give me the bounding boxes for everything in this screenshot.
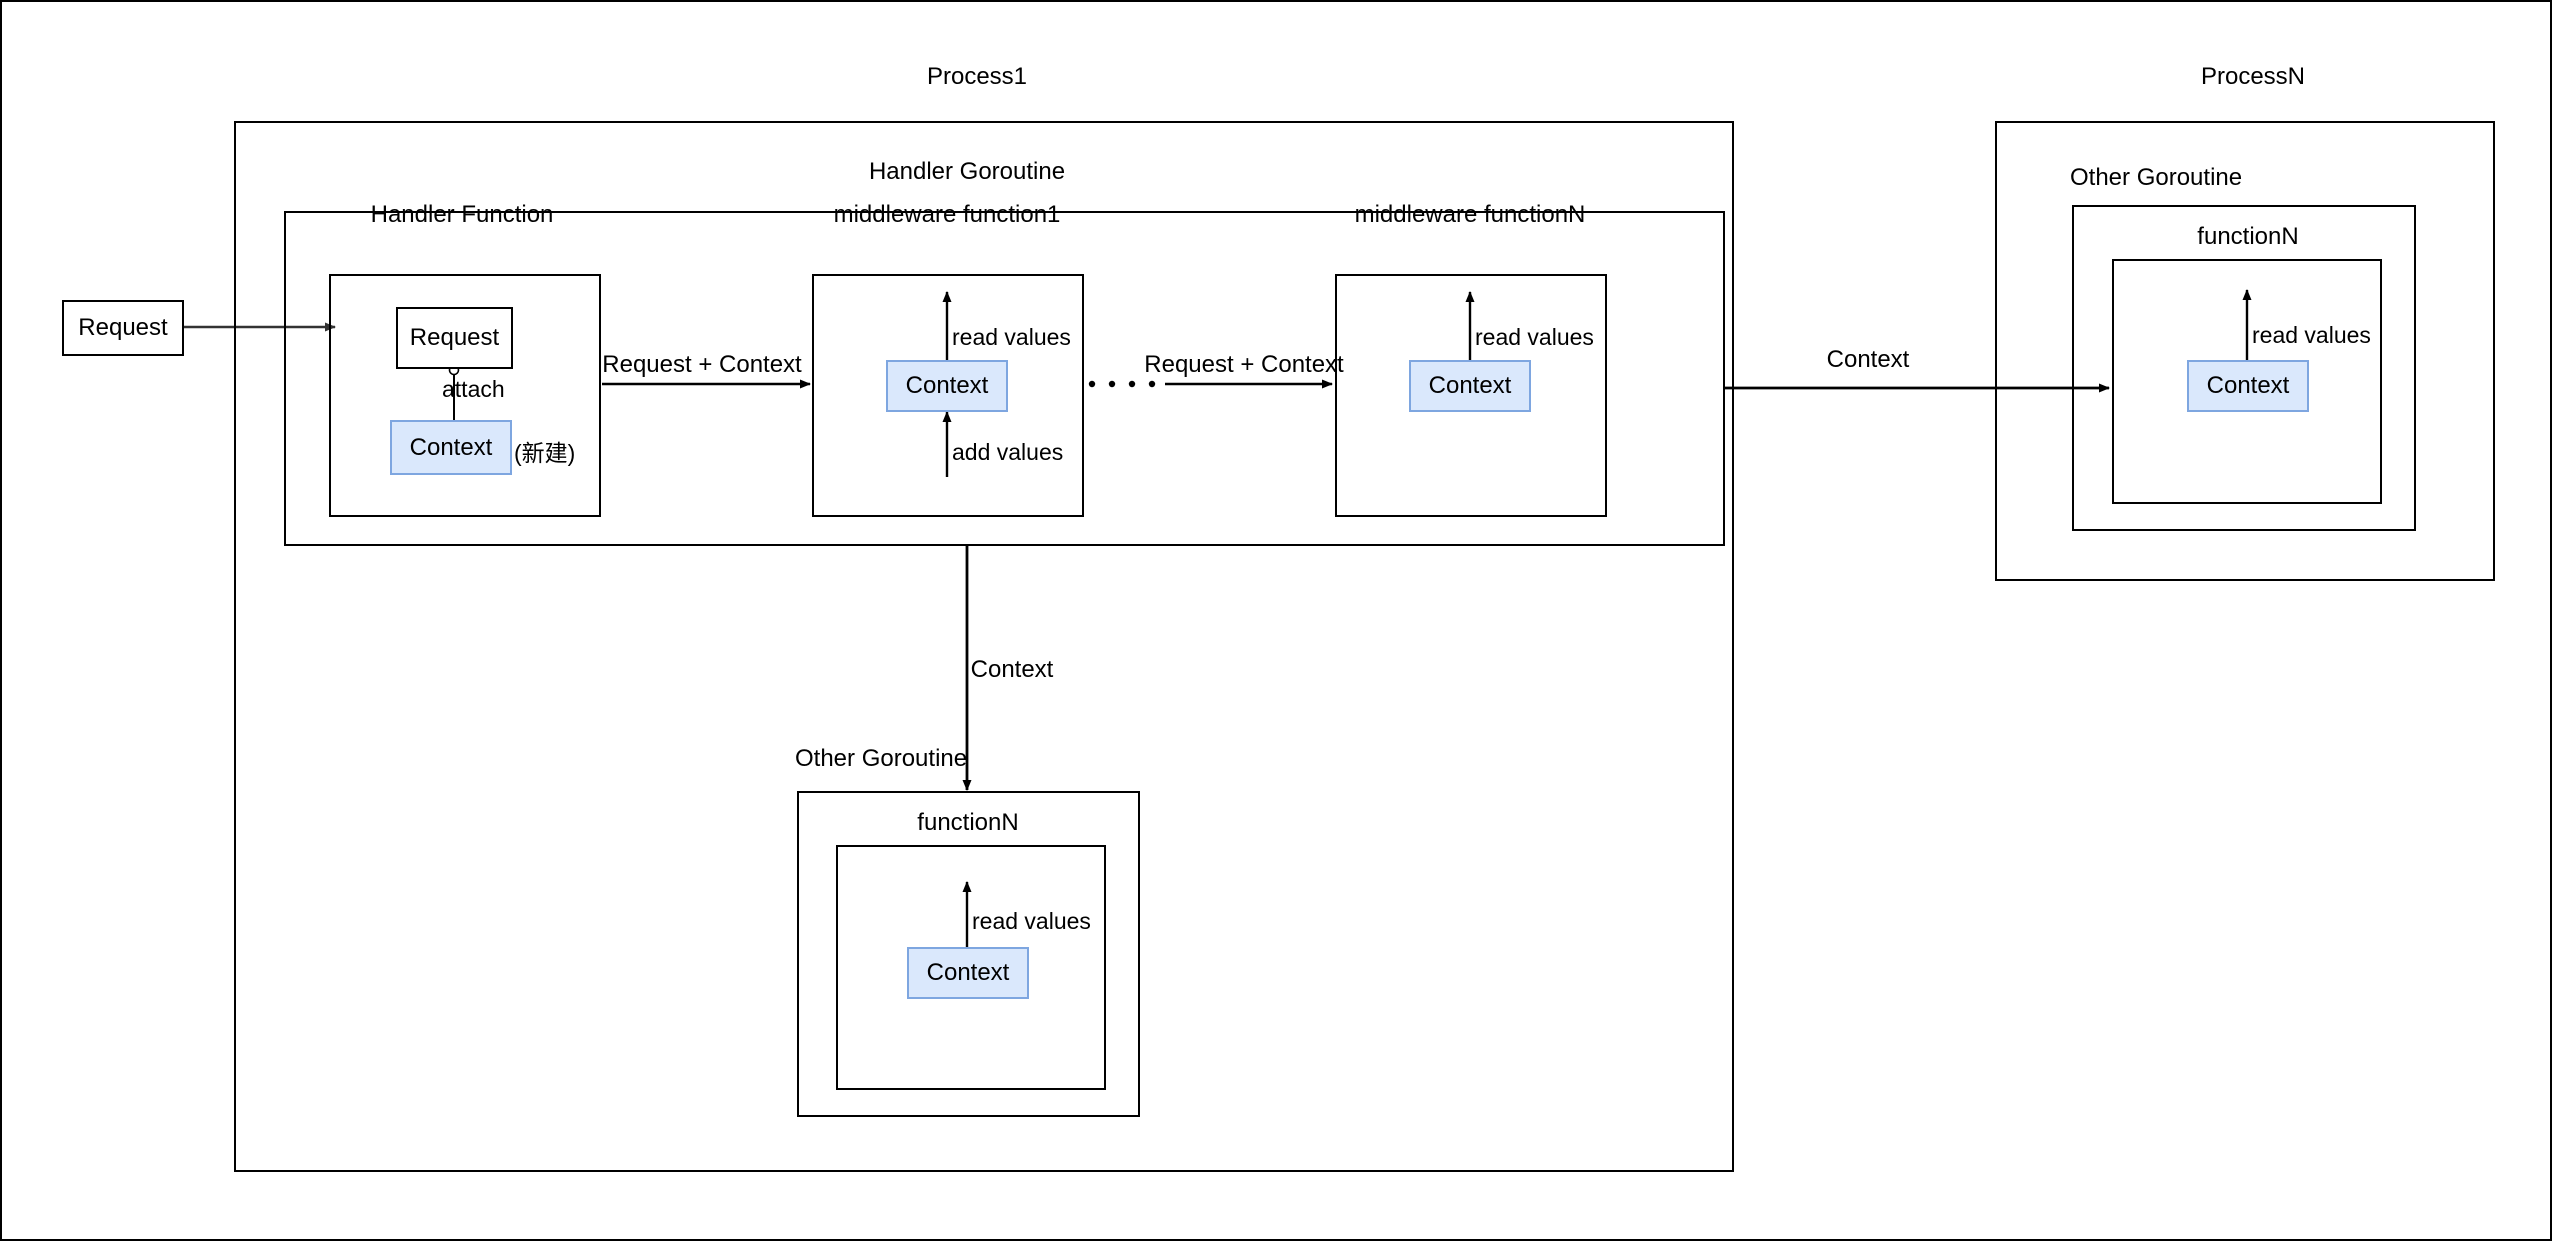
cross-process-arrow-label: Context: [1826, 346, 1910, 373]
bottom-other-goroutine-title: Other Goroutine: [795, 745, 968, 772]
mw1-add-values-label: add values: [952, 439, 1064, 465]
middleware-functionN-boundary: [1335, 274, 1607, 517]
attach-label: attach: [442, 376, 505, 402]
process1-boundary: [234, 121, 1734, 1172]
processN-functionN-title: functionN: [2197, 223, 2299, 250]
handler-request-label: Request: [409, 324, 500, 351]
handler-context-label: Context: [409, 433, 493, 461]
bottom-other-goroutine-boundary: [797, 791, 1140, 1117]
bottom-read-values-label: read values: [972, 908, 1091, 934]
middleware-functionN-context-box: Context: [1409, 360, 1531, 412]
handler-goroutine-title: Handler Goroutine: [868, 158, 1066, 185]
mw1-read-values-label: read values: [952, 324, 1071, 350]
middleware-function1-boundary: [812, 274, 1084, 517]
bottom-context-label: Context: [926, 959, 1010, 986]
processN-context-box: Context: [2187, 360, 2309, 412]
handler-goroutine-boundary: [284, 211, 1725, 546]
processN-title: ProcessN: [2200, 63, 2306, 90]
processN-functionN-boundary: [2112, 259, 2382, 504]
middleware-function1-context-box: Context: [886, 360, 1008, 412]
entry-request-box: Request: [62, 300, 184, 356]
process1-title: Process1: [926, 63, 1028, 90]
handler-function-title: Handler Function: [370, 201, 554, 228]
arrow-label-handler-to-mw1: Request + Context: [602, 351, 802, 378]
entry-request-label: Request: [78, 314, 168, 341]
handler-function-boundary: [329, 274, 601, 517]
handler-context-note: (新建): [514, 440, 576, 466]
bottom-functionN-boundary: [836, 845, 1106, 1090]
mwN-read-values-label: read values: [1475, 324, 1594, 350]
bottom-context-arrow-label: Context: [970, 656, 1054, 683]
processN-boundary: [1995, 121, 2495, 581]
arrow-label-mw1-to-mwN: Request + Context: [1144, 351, 1344, 378]
bottom-functionN-title: functionN: [917, 809, 1019, 836]
bottom-context-box: Context: [907, 947, 1029, 999]
processN-context-label: Context: [2206, 372, 2290, 399]
middleware-function1-title: middleware function1: [833, 201, 1061, 228]
mwN-context-label: Context: [1428, 372, 1512, 399]
processN-other-goroutine-boundary: [2072, 205, 2416, 531]
processN-read-values-label: read values: [2252, 322, 2371, 348]
mw1-context-label: Context: [905, 372, 989, 399]
handler-context-box: Context: [390, 420, 512, 475]
processN-other-goroutine-title: Other Goroutine: [2070, 164, 2243, 191]
middleware-functionN-title: middleware functionN: [1354, 201, 1586, 228]
handler-request-box: Request: [396, 307, 513, 369]
